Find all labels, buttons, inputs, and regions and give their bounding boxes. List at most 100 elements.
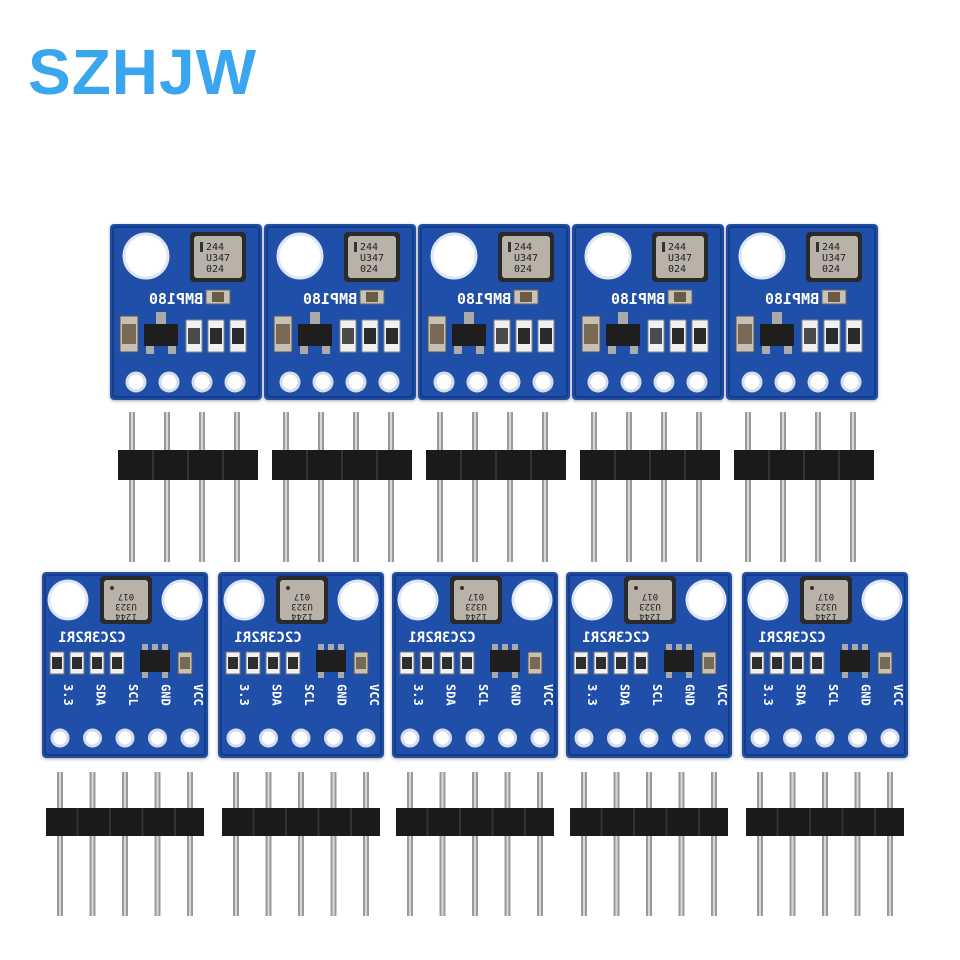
silkscreen-code: C2C3R2R1 xyxy=(234,630,301,646)
mounting-hole xyxy=(161,579,203,621)
pin-label: SDA xyxy=(94,684,108,706)
pin-hole xyxy=(498,728,517,748)
silkscreen-code: C2C3R2R1 xyxy=(582,630,649,646)
chip-marking: 024 xyxy=(206,264,224,275)
pin-hole xyxy=(345,371,367,393)
mounting-hole xyxy=(430,232,478,280)
pin-hole xyxy=(774,371,796,393)
voltage-regulator xyxy=(840,644,870,678)
pin-hole xyxy=(433,728,452,748)
pin-hole xyxy=(807,371,829,393)
chip-marking: 024 xyxy=(822,264,840,275)
pin-hole xyxy=(226,728,246,748)
pin-hole xyxy=(466,371,488,393)
mounting-hole xyxy=(223,579,265,621)
chip-marking: 244 xyxy=(822,242,840,253)
pin-label: SCL xyxy=(302,684,316,706)
mounting-hole xyxy=(747,579,789,621)
pin-hole xyxy=(880,728,900,748)
pin-header-5 xyxy=(222,772,380,916)
pin-hole xyxy=(148,728,167,748)
pin-label: SCL xyxy=(476,684,490,706)
pin-hole xyxy=(574,728,594,748)
chip-marking: U323 xyxy=(639,601,661,611)
pin-hole xyxy=(672,728,691,748)
pin-label: SCL xyxy=(650,684,664,706)
chip-marking: 244 xyxy=(360,242,378,253)
pin-hole xyxy=(324,728,343,748)
chip-marking: 244 xyxy=(514,242,532,253)
mounting-hole xyxy=(397,579,439,621)
chip-marking: 244 xyxy=(668,242,686,253)
board-label: BMP180 xyxy=(303,290,357,308)
pin-label: SCL xyxy=(826,684,840,706)
chip-marking: 024 xyxy=(514,264,532,275)
mounting-hole xyxy=(861,579,903,621)
pin-hole xyxy=(259,728,278,748)
pin-hole xyxy=(291,728,311,748)
pin-hole xyxy=(312,371,334,393)
chip-marking: 024 xyxy=(668,264,686,275)
mounting-hole xyxy=(685,579,727,621)
board-label: BMP180 xyxy=(149,290,203,308)
mounting-hole xyxy=(571,579,613,621)
pin-header-4 xyxy=(734,412,874,562)
pin-hole xyxy=(783,728,802,748)
pin-hole xyxy=(191,371,213,393)
pin-header-4 xyxy=(272,412,412,562)
chip-marking: 017 xyxy=(118,591,134,601)
mounting-hole xyxy=(122,232,170,280)
pin-label: VCC xyxy=(191,684,205,706)
pin-hole xyxy=(620,371,642,393)
chip-marking: U347 xyxy=(668,253,692,264)
mounting-hole xyxy=(337,579,379,621)
pin-hole xyxy=(750,728,770,748)
chip-marking: U347 xyxy=(822,253,846,264)
voltage-regulator xyxy=(452,312,486,354)
pin-hole xyxy=(279,371,301,393)
pin-hole xyxy=(180,728,200,748)
pin-hole xyxy=(433,371,455,393)
pin-hole xyxy=(530,728,550,748)
pin-label: GND xyxy=(335,684,349,706)
pin-label: SCL xyxy=(126,684,140,706)
pin-label: SDA xyxy=(794,684,808,706)
pin-header-4 xyxy=(426,412,566,562)
voltage-regulator xyxy=(298,312,332,354)
chip-marking: 017 xyxy=(294,591,310,601)
chip-marking: I244 xyxy=(639,611,661,621)
chip-marking: I244 xyxy=(465,611,487,621)
pin-label: GND xyxy=(159,684,173,706)
board-label: BMP180 xyxy=(457,290,511,308)
pin-label: SDA xyxy=(444,684,458,706)
voltage-regulator xyxy=(606,312,640,354)
voltage-regulator xyxy=(760,312,794,354)
chip-marking: 017 xyxy=(818,591,834,601)
chip-marking: U323 xyxy=(115,601,137,611)
pin-label: GND xyxy=(509,684,523,706)
board-label: BMP180 xyxy=(765,290,819,308)
chip-marking: 017 xyxy=(468,591,484,601)
pin-hole xyxy=(815,728,835,748)
pin-label: SDA xyxy=(618,684,632,706)
mounting-hole xyxy=(47,579,89,621)
pin-hole xyxy=(378,371,400,393)
pin-label: GND xyxy=(859,684,873,706)
pin-label: VCC xyxy=(891,684,905,706)
pin-hole xyxy=(532,371,554,393)
chip-marking: 244 xyxy=(206,242,224,253)
pin-label: VCC xyxy=(541,684,555,706)
